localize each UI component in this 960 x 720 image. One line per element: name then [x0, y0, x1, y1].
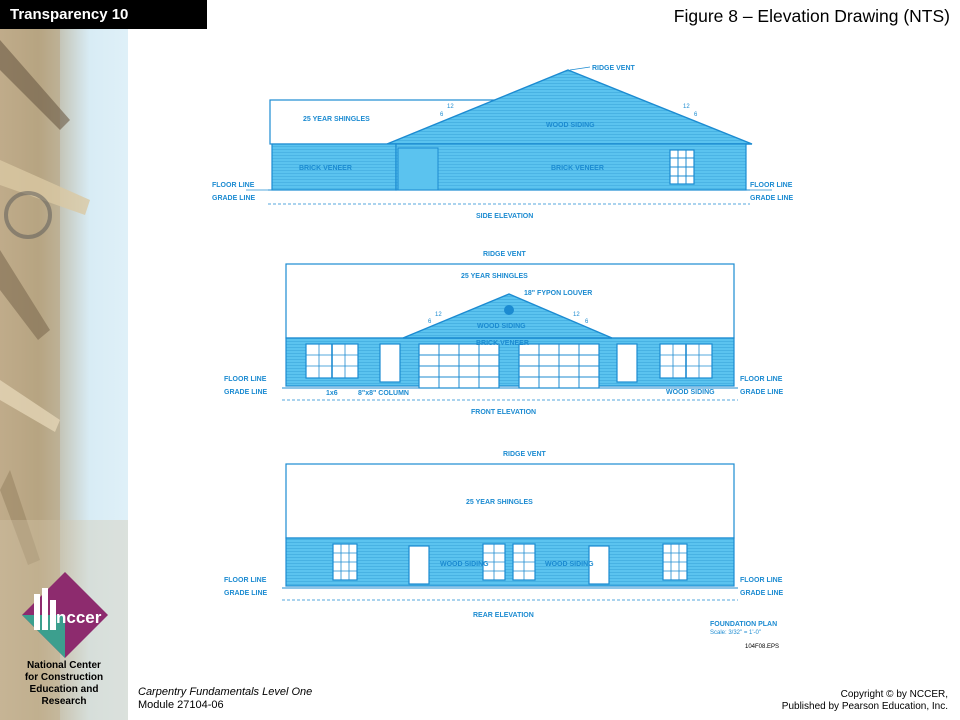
front-grade-line-left: GRADE LINE [224, 389, 268, 396]
copyright-notice: Copyright © by NCCER, Published by Pears… [781, 689, 948, 712]
figure-title: Figure 8 – Elevation Drawing (NTS) [673, 6, 950, 26]
side-pitch-rise-right: 12 [683, 104, 690, 110]
front-pitch-rise-left: 12 [435, 312, 442, 318]
front-wall [285, 337, 735, 387]
side-left-wing [271, 143, 397, 191]
front-shingles-label: 25 YEAR SHINGLES [461, 273, 528, 280]
rear-floor-line-right: FLOOR LINE [740, 577, 783, 584]
front-elevation-caption: FRONT ELEVATION [471, 409, 536, 416]
side-grade-line-right: GRADE LINE [750, 195, 794, 202]
side-veneer-right-label: BRICK VENEER [551, 165, 604, 172]
side-window [669, 149, 695, 185]
rear-shingles-label: 25 YEAR SHINGLES [466, 499, 533, 506]
front-floor-line-left: FLOOR LINE [224, 376, 267, 383]
rear-elevation-caption: REAR ELEVATION [473, 612, 534, 619]
course-info: Carpentry Fundamentals Level One Module … [138, 686, 312, 712]
rear-door-left [408, 545, 430, 585]
side-elevation: RIDGE VENT 25 YEAR SHINGLES WOOD SIDING … [212, 65, 794, 220]
front-pitch-rise-right: 12 [573, 312, 580, 318]
side-elevation-caption: SIDE ELEVATION [476, 213, 533, 220]
organization-name: National Center for Construction Educati… [24, 660, 104, 707]
file-id-label: 104F08.EPS [745, 644, 779, 650]
side-shingles-label: 25 YEAR SHINGLES [303, 116, 370, 123]
rear-window-1 [332, 543, 358, 581]
rear-ridge-vent-label: RIDGE VENT [503, 451, 547, 458]
front-elevation: RIDGE VENT 25 YEAR SHINGLES 18" FYPON LO… [224, 251, 784, 416]
front-pitch-run-right: 6 [585, 319, 589, 325]
transparency-tag: Transparency 10 [0, 0, 207, 29]
side-floor-line-left: FLOOR LINE [212, 182, 255, 189]
front-ridge-vent-label: RIDGE VENT [483, 251, 527, 258]
front-siding-label: WOOD SIDING [477, 323, 526, 330]
course-title: Carpentry Fundamentals Level One [138, 686, 313, 698]
rear-grade-line-right: GRADE LINE [740, 590, 784, 597]
front-gable [402, 293, 613, 339]
rear-wall [285, 537, 735, 587]
front-column-label: 8"x8" COLUMN [358, 390, 409, 397]
rear-elevation: RIDGE VENT 25 YEAR SHINGLES WOOD SIDING … [224, 451, 784, 619]
side-floor-line-right: FLOOR LINE [750, 182, 793, 189]
logo-wordmark: nccer [56, 608, 102, 627]
louver-icon [504, 305, 514, 315]
front-pitch-run-left: 6 [428, 319, 432, 325]
side-pitch-run-left: 6 [440, 112, 444, 118]
front-siding-right-label: WOOD SIDING [666, 389, 715, 396]
side-door [397, 147, 439, 191]
front-window-right [659, 343, 713, 379]
rear-door-right [588, 545, 610, 585]
rear-window-4 [662, 543, 688, 581]
rear-window-3 [512, 543, 536, 581]
front-veneer-label: BRICK VENEER [476, 340, 529, 347]
scale-label: Scale: 3/32" = 1'-0" [710, 630, 761, 636]
front-entry-door-right [616, 343, 638, 383]
module-number: Module 27104-06 [138, 699, 224, 711]
rear-siding-right-label: WOOD SIDING [545, 561, 594, 568]
side-siding-label: WOOD SIDING [546, 122, 595, 129]
side-pitch-rise-left: 12 [447, 104, 454, 110]
rear-roof [285, 463, 735, 539]
front-floor-line-right: FLOOR LINE [740, 376, 783, 383]
side-veneer-left-label: BRICK VENEER [299, 165, 352, 172]
rear-window-2 [482, 543, 506, 581]
front-trim-label: 1x6 [326, 390, 338, 397]
side-pitch-run-right: 6 [694, 112, 698, 118]
front-entry-door-left [379, 343, 401, 383]
rear-grade-line-left: GRADE LINE [224, 590, 268, 597]
foundation-plan-label: FOUNDATION PLAN [710, 621, 777, 628]
nccer-logo: nccer [22, 572, 108, 658]
rear-siding-left-label: WOOD SIDING [440, 561, 489, 568]
front-grade-line-right: GRADE LINE [740, 389, 784, 396]
side-grade-line-left: GRADE LINE [212, 195, 256, 202]
front-window-left [305, 343, 359, 379]
side-ridge-vent-label: RIDGE VENT [592, 65, 636, 72]
front-louver-label: 18" FYPON LOUVER [524, 290, 592, 297]
rear-floor-line-left: FLOOR LINE [224, 577, 267, 584]
